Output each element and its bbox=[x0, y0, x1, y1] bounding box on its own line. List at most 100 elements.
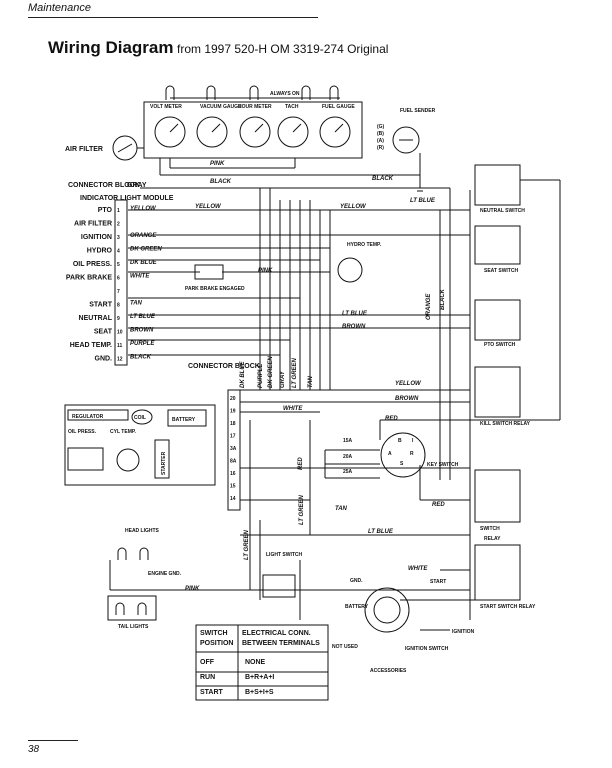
starter-icon bbox=[154, 439, 170, 479]
light-switch-icon bbox=[262, 574, 296, 598]
wire-orange-label: ORANGE bbox=[426, 293, 432, 320]
pin-label: NEUTRAL bbox=[79, 315, 113, 322]
ignition-not-used-label: NOT USED bbox=[332, 644, 358, 650]
sender-term-b: (B) bbox=[377, 131, 384, 137]
wire-pink-label-2: PINK bbox=[258, 268, 273, 274]
lamp-icon bbox=[206, 85, 216, 100]
start-relay-label: START SWITCH RELAY bbox=[480, 604, 536, 610]
hour-meter-icon bbox=[239, 116, 271, 148]
hydro-temp-icon bbox=[337, 257, 363, 283]
lights: HEAD LIGHTS ENGINE GND. TAIL LIGHTS LIGH… bbox=[107, 528, 302, 630]
vacuum-gauge-icon bbox=[196, 116, 228, 148]
volt-meter-icon bbox=[154, 116, 186, 148]
pin-wire-label: DK BLUE bbox=[130, 260, 158, 266]
pin-wire-label: ORANGE bbox=[130, 233, 157, 239]
pin-label: IGNITION bbox=[81, 234, 112, 241]
gauge-panel: ALWAYS ON VOLT METER VACUUM GAUGE HOUR M… bbox=[143, 85, 363, 159]
ignition-battery-label: BATTERY bbox=[345, 604, 369, 610]
connector-block-title: CONNECTOR BLOCK bbox=[68, 182, 140, 189]
ignition-switch-icon bbox=[364, 587, 410, 633]
table-cell-terminals: NONE bbox=[245, 659, 266, 666]
pin-number: 5 bbox=[117, 262, 120, 268]
lamp-icon bbox=[329, 85, 339, 100]
wire-red-label-1: RED bbox=[385, 416, 398, 422]
head-light-icon bbox=[117, 547, 127, 560]
head-light-icon bbox=[139, 547, 149, 560]
battery-icon bbox=[167, 409, 207, 427]
vertical-wire-label: TAN bbox=[308, 375, 314, 388]
coil-label: COIL bbox=[134, 415, 146, 421]
wire-tan-label: TAN bbox=[335, 506, 348, 512]
starter-label: STARTER bbox=[161, 451, 167, 475]
ignition-start-label: START bbox=[430, 579, 446, 585]
pin-number: 3A bbox=[230, 446, 237, 452]
wire-lt-green-label-2: LT GREEN bbox=[244, 529, 250, 560]
pin-number: 2 bbox=[117, 222, 120, 228]
wire-lt-blue-label-2: LT BLUE bbox=[342, 311, 368, 317]
battery-label: BATTERY bbox=[172, 417, 196, 423]
pin-label: GND. bbox=[95, 356, 113, 363]
table-cell-terminals: B+R+A+I bbox=[245, 674, 274, 681]
pin-label: HEAD TEMP. bbox=[70, 342, 112, 349]
always-on-label: ALWAYS ON bbox=[270, 91, 300, 97]
table-cell-terminals: B+S+I+S bbox=[245, 689, 274, 696]
pin-wire-label: YELLOW bbox=[130, 206, 157, 212]
pin-wire-label: PURPLE bbox=[130, 341, 155, 347]
pin-number: 7 bbox=[117, 289, 120, 295]
indicator-module-label: INDICATOR LIGHT MODULE bbox=[80, 195, 174, 202]
lamp-icon bbox=[249, 85, 259, 100]
switch-icon bbox=[474, 469, 521, 523]
pin-label: PARK BRAKE bbox=[66, 275, 112, 282]
page-subtitle: from 1997 520-H OM 3319-274 Original bbox=[177, 42, 389, 56]
table-cell-position: RUN bbox=[200, 674, 215, 681]
lamp-icon bbox=[165, 85, 175, 100]
neutral-switch-label: NEUTRAL SWITCH bbox=[480, 208, 525, 214]
key-term-b: B bbox=[398, 438, 402, 444]
wire-gray-label: GRAY bbox=[127, 182, 147, 189]
vertical-wire-label: PURPLE bbox=[258, 363, 264, 388]
ignition-ignition-label: IGNITION bbox=[452, 629, 475, 635]
pin-wire-label: DK GREEN bbox=[130, 247, 162, 253]
relay-label: RELAY bbox=[484, 536, 501, 542]
kill-relay-icon bbox=[474, 366, 521, 418]
wire-red-label-2: RED bbox=[432, 502, 445, 508]
switch-label: SWITCH bbox=[480, 526, 500, 532]
tach-label: TACH bbox=[285, 104, 299, 110]
pin-wire-label: WHITE bbox=[130, 274, 150, 280]
wire-yellow-label-2: YELLOW bbox=[340, 204, 367, 210]
pin-wire-label: BLACK bbox=[130, 355, 152, 361]
fuel-gauge-label: FUEL GAUGE bbox=[322, 104, 355, 110]
pin-number: 8 bbox=[117, 303, 120, 309]
page-title: Wiring Diagram bbox=[48, 38, 174, 57]
vertical-wire-label: GRAY bbox=[280, 370, 286, 388]
regulator-label: REGULATOR bbox=[72, 414, 104, 420]
park-brake-switch-icon bbox=[194, 264, 224, 280]
ignition-switch: GND. BATTERY START IGNITION NOT USED IGN… bbox=[332, 578, 475, 674]
fuse-15a-label: 15A bbox=[343, 438, 353, 444]
start-relay-icon bbox=[474, 544, 521, 601]
seat-switch-label: SEAT SWITCH bbox=[484, 268, 518, 274]
key-switch: B A R S I KEY SWITCH bbox=[380, 432, 459, 478]
head-lights-label: HEAD LIGHTS bbox=[125, 528, 160, 534]
wire-white-label-2: WHITE bbox=[408, 566, 428, 572]
wire-black-label-3: BLACK bbox=[440, 288, 446, 310]
hydro-temp-label: HYDRO TEMP. bbox=[347, 242, 382, 248]
wire-lt-blue-label-1: LT BLUE bbox=[410, 198, 436, 204]
fuel-sender-label: FUEL SENDER bbox=[400, 108, 436, 114]
coil-icon bbox=[131, 409, 153, 425]
connector-block-2-title: CONNECTOR BLOCK bbox=[188, 363, 260, 370]
pin-number: 11 bbox=[117, 343, 123, 349]
pin-number: 10 bbox=[117, 330, 123, 336]
pin-number: 17 bbox=[230, 434, 236, 440]
pin-label: AIR FILTER bbox=[74, 221, 112, 228]
pin-number: 3 bbox=[117, 235, 120, 241]
light-switch-label: LIGHT SWITCH bbox=[266, 552, 302, 558]
vertical-wire-label: DK GREEN bbox=[268, 356, 274, 388]
connector-block-1: CONNECTOR BLOCK GRAY INDICATOR LIGHT MOD… bbox=[68, 182, 174, 366]
pin-number: 4 bbox=[117, 249, 120, 255]
pin-label: PTO bbox=[98, 207, 113, 214]
wire-labels: PINK BLACK BLACK YELLOW YELLOW LT BLUE P… bbox=[185, 161, 446, 592]
wire-pink-label-3: PINK bbox=[185, 586, 200, 592]
vertical-wire-label: DK BLUE bbox=[240, 360, 246, 388]
